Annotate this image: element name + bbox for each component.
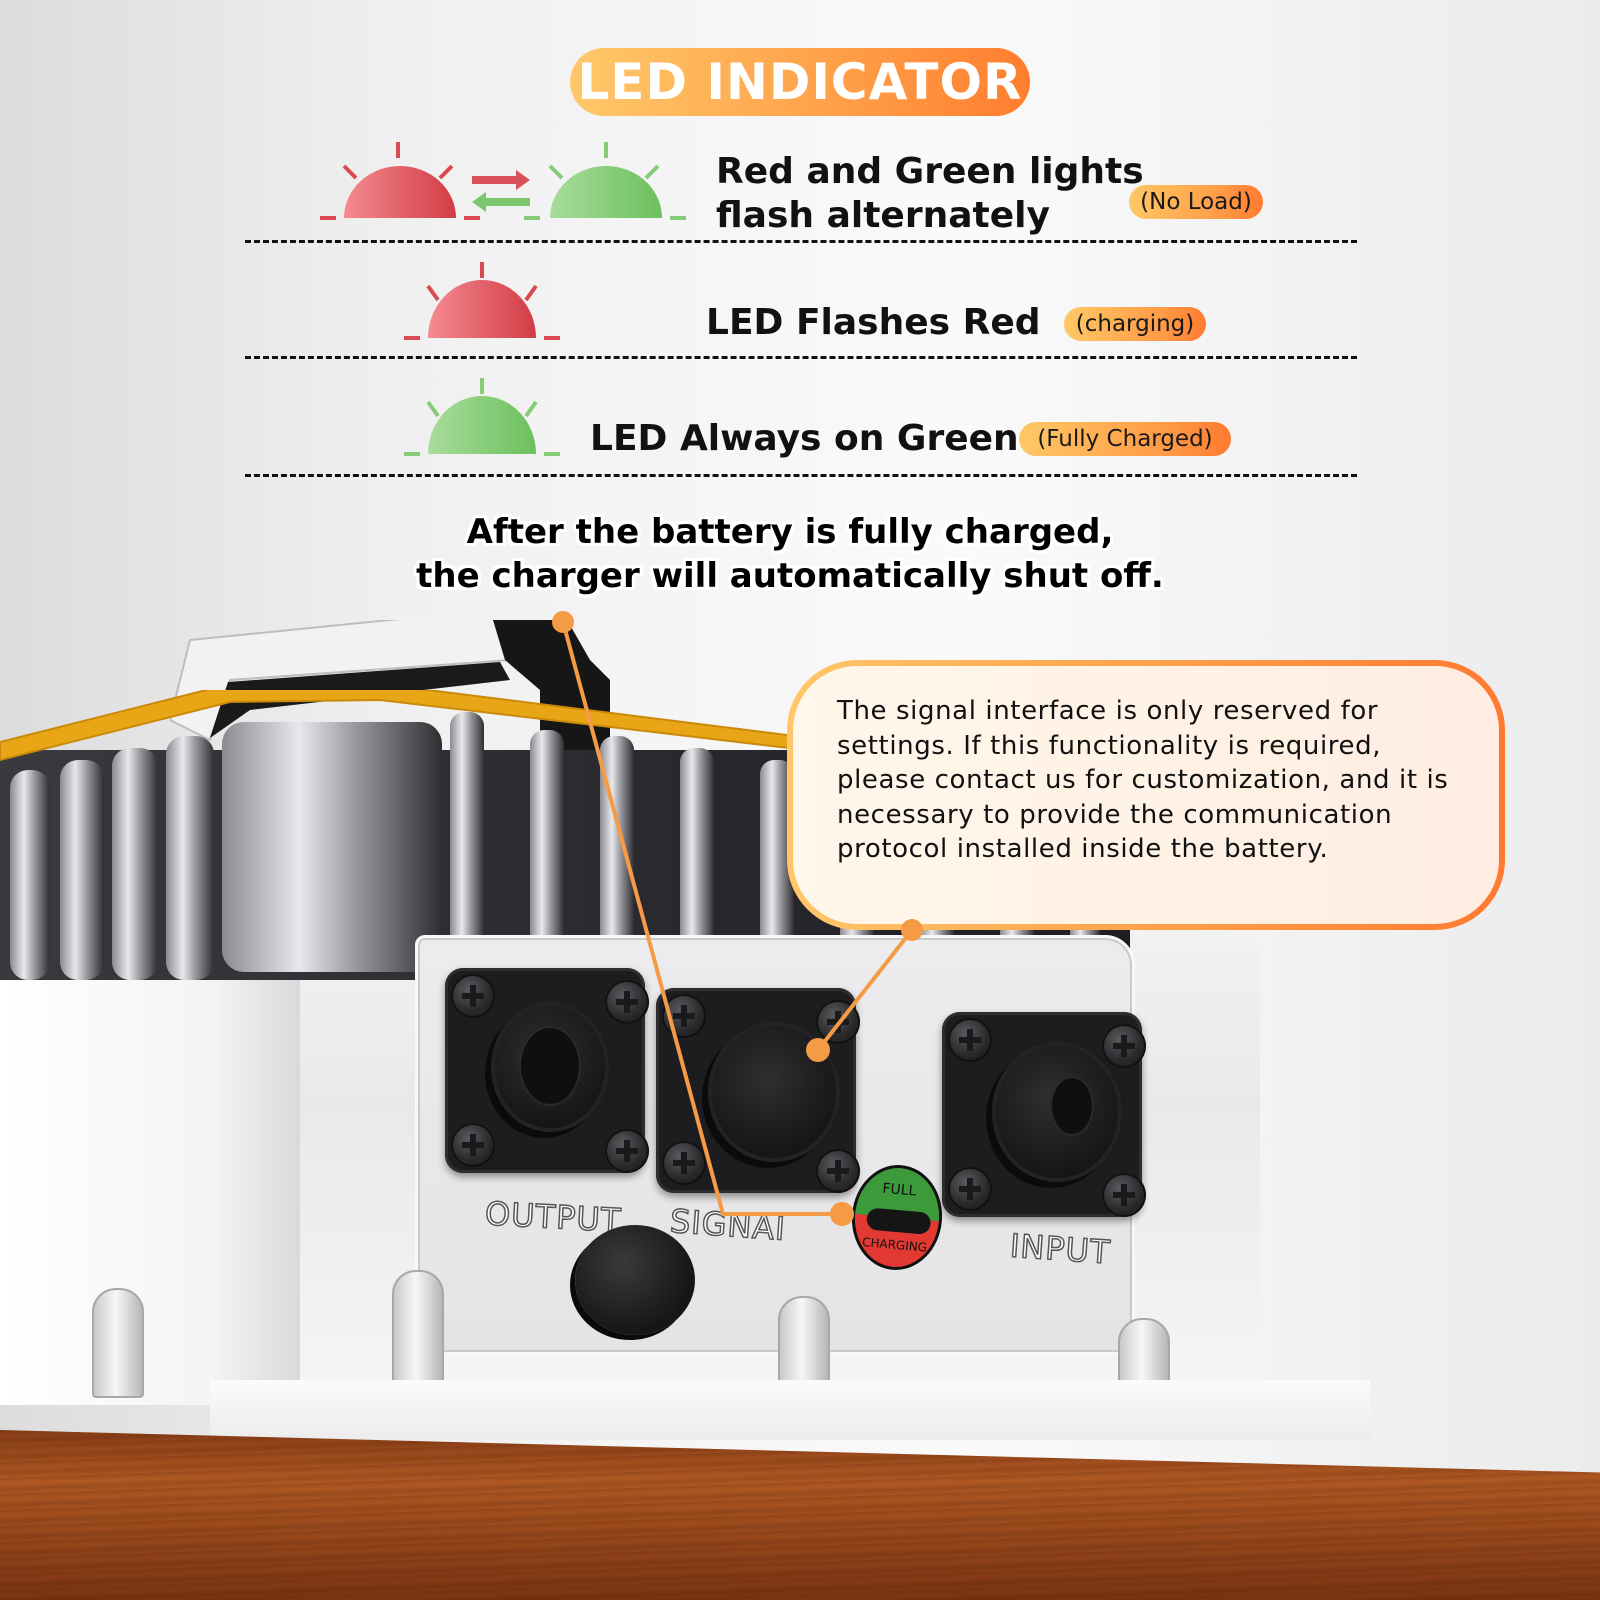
screw-icon	[948, 1167, 992, 1211]
row-divider	[245, 474, 1357, 477]
signal-port-cap	[708, 1022, 840, 1162]
fully-charged-description: LED Always on Green	[590, 418, 1019, 459]
input-port-cap	[992, 1042, 1122, 1182]
red-light-icon	[404, 262, 560, 340]
charging-label: CHARGING	[861, 1235, 928, 1255]
cap-recess	[519, 1026, 581, 1106]
signal-port[interactable]	[656, 988, 860, 1193]
description-line-2: flash alternately	[716, 195, 1050, 236]
auto-shutoff-note: After the battery is fully charged, the …	[300, 510, 1280, 598]
screw-icon	[451, 974, 495, 1018]
callout-text: The signal interface is only reserved fo…	[837, 696, 1449, 864]
screw-icon	[948, 1018, 992, 1062]
shutoff-line-2: the charger will automatically shut off.	[416, 556, 1164, 596]
green-light-icon	[404, 378, 560, 456]
fully-charged-badge: (Fully Charged)	[1019, 422, 1231, 456]
input-label: INPUT	[1008, 1226, 1113, 1272]
signal-interface-callout: The signal interface is only reserved fo…	[787, 660, 1505, 930]
screw-icon	[816, 1000, 860, 1044]
charging-badge: (charging)	[1064, 307, 1206, 341]
mounting-post	[92, 1288, 144, 1398]
input-port[interactable]	[942, 1012, 1146, 1217]
screw-icon	[605, 1129, 649, 1173]
cap-recess	[1050, 1076, 1094, 1136]
no-load-description: Red and Green lights flash alternately	[716, 150, 1144, 238]
no-load-badge: (No Load)	[1129, 185, 1263, 219]
charger-body-side	[0, 905, 300, 1405]
row-divider	[245, 356, 1357, 359]
full-label: FULL	[881, 1180, 917, 1200]
signal-dust-cap	[575, 1225, 695, 1335]
red-green-alternating-lights-icon	[320, 142, 686, 220]
charging-description: LED Flashes Red	[706, 302, 1041, 343]
output-port-cap	[491, 1002, 609, 1132]
screw-icon	[605, 980, 649, 1024]
screw-icon	[662, 994, 706, 1038]
shutoff-line-1: After the battery is fully charged,	[466, 512, 1114, 552]
screw-icon	[1102, 1024, 1146, 1068]
mounting-post	[392, 1270, 444, 1390]
row-divider	[245, 240, 1357, 243]
led-indicator-title: LED INDICATOR	[570, 48, 1030, 116]
screw-icon	[451, 1123, 495, 1167]
screw-icon	[1102, 1173, 1146, 1217]
wooden-surface	[0, 1430, 1600, 1600]
mounting-base-plate	[210, 1380, 1370, 1440]
indicator-led-window	[865, 1207, 932, 1235]
screw-icon	[816, 1149, 860, 1193]
output-port[interactable]	[445, 968, 649, 1173]
description-line-1: Red and Green lights	[716, 151, 1144, 192]
screw-icon	[662, 1141, 706, 1185]
mounting-post	[778, 1296, 830, 1396]
signal-label: SIGNAI	[668, 1201, 788, 1248]
